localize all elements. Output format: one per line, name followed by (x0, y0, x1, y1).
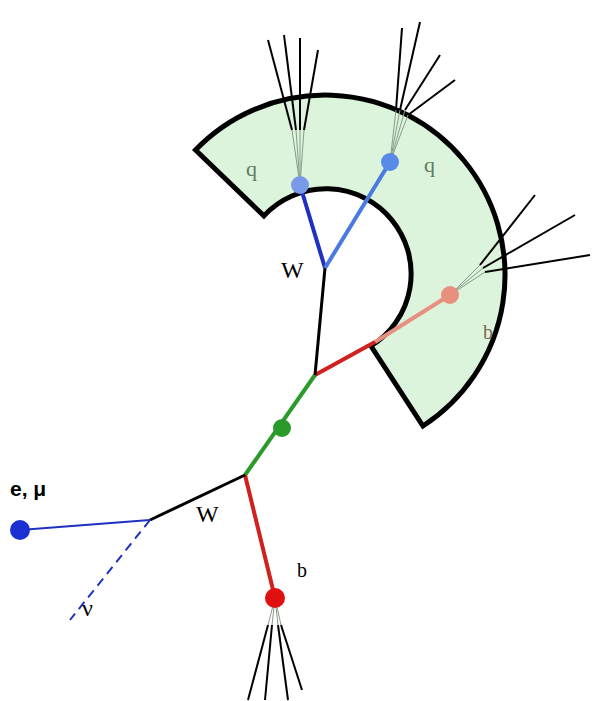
quark-label: q (424, 154, 435, 176)
neutrino-line (70, 520, 150, 620)
b-line (245, 475, 275, 598)
quark-line (325, 162, 390, 268)
w-line (315, 268, 325, 375)
b-dot (265, 588, 285, 608)
top-dot (273, 419, 291, 437)
lepton-line (20, 520, 150, 530)
b-dot (441, 286, 459, 304)
jet-lines (248, 22, 590, 700)
w-label: W (281, 258, 304, 282)
quark-dot (291, 176, 309, 194)
b-line (375, 295, 450, 342)
lepton-label: e, μ (10, 478, 46, 499)
quark-dot (381, 153, 399, 171)
w-label: W (196, 502, 219, 526)
top-line (245, 375, 315, 475)
lepton-dot (10, 520, 30, 540)
quark-label: q (246, 158, 257, 180)
b-line (315, 342, 375, 375)
b-label: b (297, 560, 307, 580)
b-label: b (483, 322, 493, 342)
jet-cones (268, 110, 485, 625)
neutrino-label: ν (82, 596, 93, 620)
jet-region (196, 95, 506, 426)
quark-line (300, 185, 325, 268)
